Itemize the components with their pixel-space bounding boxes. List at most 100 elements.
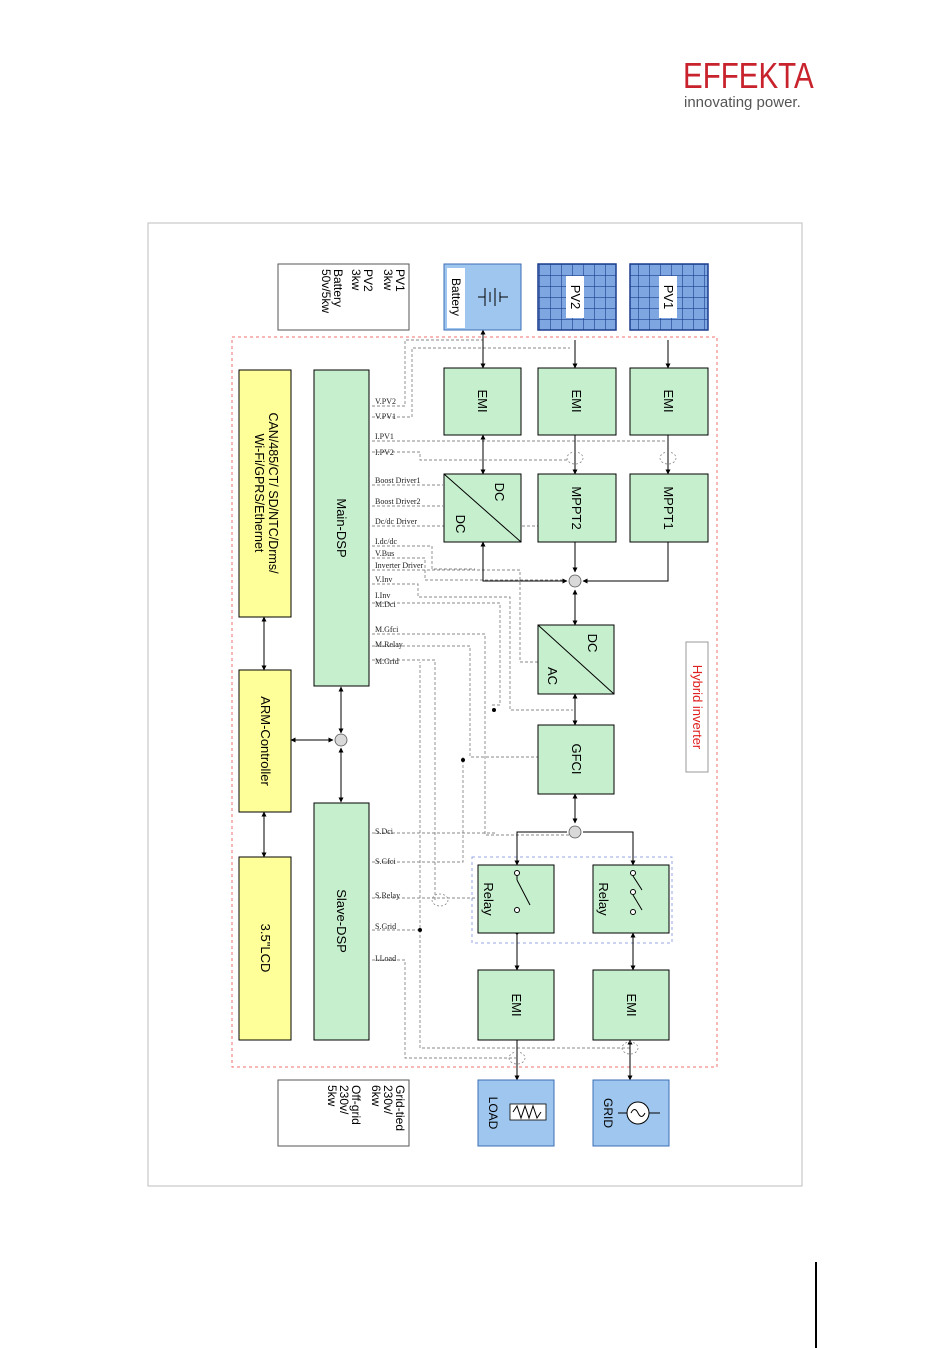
mppt1-label: MPPT1 <box>661 486 676 529</box>
dcac-diagonal <box>537 624 615 695</box>
input-spec-box <box>277 263 410 331</box>
main-dsp-signal-label: V.Inv <box>375 575 392 584</box>
main-dsp-signal-label: Boost Driver2 <box>375 497 421 506</box>
hybrid-inverter-label-box <box>685 641 709 773</box>
logo-tagline: innovating power. <box>684 94 801 111</box>
main-dsp-signal-label: M.Dci <box>375 600 396 609</box>
emi-label-pv1: EMI <box>661 389 676 412</box>
emi-label-battery: EMI <box>475 389 490 412</box>
emi-block-grid <box>592 969 670 1041</box>
emi-block-battery <box>443 367 522 436</box>
arm-controller-block <box>238 669 292 813</box>
junction-nodes <box>334 574 582 839</box>
main-dsp-signal-label: V.PV2 <box>375 397 396 406</box>
gfci-block <box>537 724 615 795</box>
comm-interfaces-line2: Wi-Fi/GPRS/Ethernet <box>252 434 266 553</box>
input-spec-line: PV1 <box>393 269 407 292</box>
output-spec-line: 230v/ <box>337 1085 351 1115</box>
load-label: LOAD <box>486 1097 500 1130</box>
main-dsp-signal-label: I.PV2 <box>375 448 394 457</box>
main-dsp-signal-label: V.Bus <box>375 549 394 558</box>
sensor-rings <box>431 451 677 1065</box>
signal-wires <box>372 339 665 1059</box>
pv2-panel: PV2 <box>537 263 617 331</box>
mppt2-label: MPPT2 <box>569 486 584 529</box>
logo-brand: EFFEKTA <box>683 55 814 96</box>
battery-icon <box>478 288 508 306</box>
relay-label-load: Relay <box>481 882 496 916</box>
battery-source: Battery <box>443 263 522 331</box>
gfci-label: GFCI <box>569 743 584 774</box>
arm-controller-label: ARM-Controller <box>258 696 273 786</box>
pv1-panel: PV1 <box>629 263 709 331</box>
slave-dsp-signal-label: S.Dci <box>375 827 394 836</box>
slave-dsp-signal-label: S.Grid <box>375 922 396 931</box>
output-spec-line: 230v/ <box>381 1085 395 1115</box>
emi-block-load <box>477 969 555 1041</box>
input-spec-line: 50v/5kw <box>319 269 333 313</box>
main-dsp-signal-label: Dc/dc Driver <box>375 517 417 526</box>
comm-interfaces-block <box>238 369 292 618</box>
mppt1-block <box>629 473 709 543</box>
main-dsp-signal-label: M.Grid <box>375 657 399 666</box>
comm-interfaces-line1: CAN/485/CT/ SD/NTC/Drms/ <box>266 412 280 574</box>
emi-block-pv2 <box>537 367 617 436</box>
main-dsp-signal-label: Boost Driver1 <box>375 476 421 485</box>
effekta-logo: EFFEKTA innovating power. <box>683 58 853 118</box>
main-dsp-signal-label: V.PV1 <box>375 412 396 421</box>
resistor-icon <box>509 1103 547 1121</box>
grid-output: GRID <box>592 1079 670 1147</box>
relay-group-boundary <box>471 856 673 944</box>
output-spec-line: 6kw <box>369 1085 383 1107</box>
main-dsp-signal-label: I.Inv <box>375 591 390 600</box>
slave-dsp-signal-label: I.Load <box>375 954 396 963</box>
main-dsp-signal-label: M.Gfci <box>375 625 399 634</box>
input-spec-line: 3kw <box>381 269 395 291</box>
dcdc-top-label: DC <box>492 483 507 502</box>
output-spec-line: Grid-tied <box>393 1085 407 1131</box>
main-dsp-block <box>313 369 370 687</box>
slave-dsp-block <box>313 802 370 1041</box>
main-dsp-signal-label: I.PV1 <box>375 432 394 441</box>
lcd-label: 3.5"LCD <box>258 924 273 973</box>
ac-source-icon <box>618 1101 660 1125</box>
input-spec-line: PV2 <box>361 269 375 292</box>
pv2-label: PV2 <box>568 285 583 310</box>
grid-label: GRID <box>601 1098 615 1128</box>
dcac-bottom-label: AC <box>545 667 560 685</box>
relay-block-grid <box>592 864 670 934</box>
figure-frame <box>147 222 803 1187</box>
relay-label-grid: Relay <box>596 882 611 916</box>
slave-dsp-label: Slave-DSP <box>334 889 349 953</box>
dcdc-diagonal <box>443 473 522 543</box>
emi-label-load: EMI <box>509 993 524 1016</box>
lcd-block <box>238 856 292 1041</box>
load-output: LOAD <box>477 1079 555 1147</box>
input-spec-line: 3kw <box>349 269 363 291</box>
hybrid-inverter-title: Hybrid inverter <box>690 665 705 750</box>
hybrid-inverter-boundary <box>231 336 718 1068</box>
pv1-label: PV1 <box>661 285 676 310</box>
relay-switch-icons <box>514 870 643 915</box>
emi-label-pv2: EMI <box>569 389 584 412</box>
dcdc-bottom-label: DC <box>453 515 468 534</box>
page-margin-rule <box>815 1262 817 1348</box>
input-spec-line: Battery <box>331 269 345 307</box>
output-spec-line: 5kw <box>325 1085 339 1107</box>
emi-block-pv1 <box>629 367 709 436</box>
relay-block-load <box>477 864 555 934</box>
emi-label-grid: EMI <box>624 993 639 1016</box>
main-dsp-label: Main-DSP <box>334 498 349 557</box>
main-dsp-signal-label: M.Relay <box>375 640 403 649</box>
output-spec-box <box>277 1079 410 1147</box>
slave-dsp-signal-label: S.Relay <box>375 891 400 900</box>
main-dsp-signal-label: Inverter Driver <box>375 561 424 570</box>
battery-label: Battery <box>449 278 463 316</box>
mppt2-block <box>537 473 617 543</box>
dcac-top-label: DC <box>585 634 600 653</box>
